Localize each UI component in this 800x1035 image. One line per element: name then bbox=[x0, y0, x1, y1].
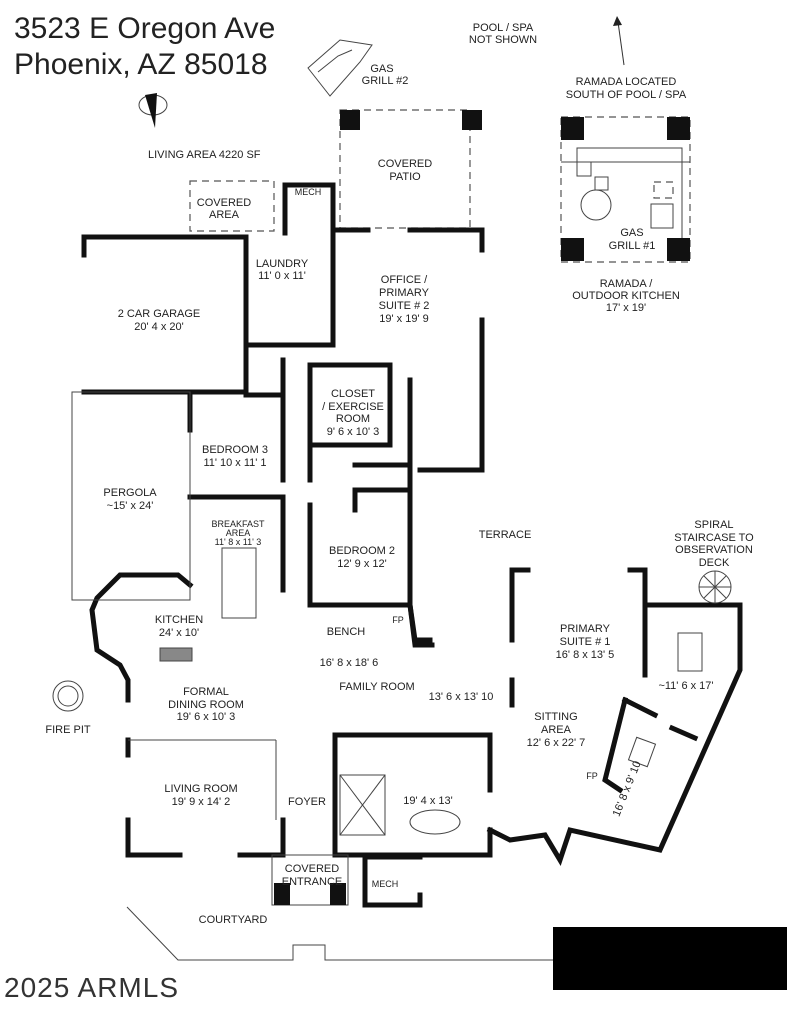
spiral-note: DECK bbox=[699, 557, 730, 569]
spiral-note: OBSERVATION bbox=[675, 544, 753, 556]
gas-grill-2-label: GAS bbox=[370, 63, 393, 75]
office-label: 19' x 19' 9 bbox=[379, 313, 428, 325]
copyright: 2025 ARMLS bbox=[4, 972, 179, 1003]
garage-label: 2 CAR GARAGE bbox=[118, 308, 201, 320]
covered-entrance-label: COVERED bbox=[285, 863, 339, 875]
kitchen-label: KITCHEN bbox=[155, 614, 203, 626]
courtyard-label: COURTYARD bbox=[199, 914, 268, 926]
spiral-note: STAIRCASE TO bbox=[674, 532, 754, 544]
pool-note: POOL / SPA bbox=[473, 22, 534, 34]
covered-patio bbox=[339, 109, 482, 229]
garage-label: 20' 4 x 20' bbox=[134, 321, 183, 333]
breakfast-label: 11' 8 x 11' 3 bbox=[215, 537, 262, 547]
ramada-label: OUTDOOR KITCHEN bbox=[572, 290, 680, 302]
primary-suite-label: PRIMARY bbox=[560, 623, 611, 635]
covered-patio-label: COVERED bbox=[378, 158, 432, 170]
address-line-2: Phoenix, AZ 85018 bbox=[14, 48, 268, 81]
ramada-label: 17' x 19' bbox=[606, 302, 646, 314]
formal-dining-label: DINING ROOM bbox=[168, 699, 244, 711]
pool-note: NOT SHOWN bbox=[469, 34, 537, 46]
foyer-label: FOYER bbox=[288, 796, 326, 808]
redaction-box bbox=[553, 927, 787, 990]
formal-dining-label: 19' 6 x 10' 3 bbox=[177, 711, 236, 723]
formal-dining-label: FORMAL bbox=[183, 686, 229, 698]
pergola-label: PERGOLA bbox=[103, 487, 157, 499]
spiral-note: SPIRAL bbox=[694, 519, 733, 531]
ramada-note: SOUTH OF POOL / SPA bbox=[566, 89, 687, 101]
bedroom-2-label: BEDROOM 2 bbox=[329, 545, 395, 557]
fireplace-label: FP bbox=[586, 771, 598, 781]
gas-grill-2-label: GRILL #2 bbox=[362, 75, 409, 87]
address-line-1: 3523 E Oregon Ave bbox=[14, 12, 276, 45]
sitting-area-label: 12' 6 x 22' 7 bbox=[527, 737, 586, 749]
primary-suite-label: SUITE # 1 bbox=[560, 636, 611, 648]
kitchen-label: 24' x 10' bbox=[159, 627, 199, 639]
den-dims: 13' 6 x 13' 10 bbox=[429, 691, 494, 703]
office-label: PRIMARY bbox=[379, 287, 430, 299]
closet-label: 9' 6 x 10' 3 bbox=[327, 426, 380, 438]
details bbox=[52, 391, 703, 961]
mech-label: MECH bbox=[372, 879, 399, 889]
living-area-label: LIVING AREA 4220 SF bbox=[148, 149, 261, 161]
living-room-label: 19' 9 x 14' 2 bbox=[172, 796, 231, 808]
closet-label: / EXERCISE bbox=[322, 401, 384, 413]
gas-grill-1-label: GAS bbox=[620, 227, 643, 239]
spiral-staircase-icon bbox=[698, 570, 732, 604]
ramada-label: RAMADA / bbox=[600, 278, 654, 290]
primary-bath-dims: 19' 4 x 13' bbox=[403, 795, 452, 807]
covered-area-label: AREA bbox=[209, 209, 240, 221]
terrace-label: TERRACE bbox=[479, 529, 532, 541]
laundry-label: LAUNDRY bbox=[256, 258, 309, 270]
bench-label: BENCH bbox=[327, 626, 366, 638]
gas-grill-1-label: GRILL #1 bbox=[609, 240, 656, 252]
bedroom-2-label: 12' 9 x 12' bbox=[337, 558, 386, 570]
gas-grill-2 bbox=[307, 39, 373, 97]
covered-entrance-label: ENTRANCE bbox=[282, 876, 343, 888]
arrow-icon bbox=[613, 16, 625, 66]
fire-pit-label: FIRE PIT bbox=[45, 724, 91, 736]
ramada-note: RAMADA LOCATED bbox=[576, 76, 677, 88]
bedroom-3-label: BEDROOM 3 bbox=[202, 444, 268, 456]
office-label: OFFICE / bbox=[381, 274, 428, 286]
ramada bbox=[560, 116, 691, 263]
laundry-label: 11' 0 x 11' bbox=[258, 270, 306, 282]
family-room-dims: 16' 8 x 18' 6 bbox=[320, 657, 379, 669]
compass-north-icon bbox=[138, 93, 168, 128]
primary-suite-label: 16' 8 x 13' 5 bbox=[556, 649, 615, 661]
living-room-label: LIVING ROOM bbox=[164, 783, 237, 795]
family-room-label: FAMILY ROOM bbox=[339, 681, 414, 693]
mech-label: MECH bbox=[295, 187, 322, 197]
bedroom-3-label: 11' 10 x 11' 1 bbox=[203, 457, 266, 469]
sitting-area-label: SITTING bbox=[534, 711, 577, 723]
fireplace-label: FP bbox=[392, 615, 404, 625]
pergola-label: ~15' x 24' bbox=[107, 500, 154, 512]
breakfast-label: BREAKFAST bbox=[211, 519, 265, 529]
office-label: SUITE # 2 bbox=[379, 300, 430, 312]
breakfast-label: AREA bbox=[226, 528, 251, 538]
closet-label: CLOSET bbox=[331, 388, 375, 400]
covered-patio-label: PATIO bbox=[389, 171, 421, 183]
covered-area bbox=[189, 180, 275, 232]
wing-dims: ~11' 6 x 17' bbox=[658, 680, 713, 692]
closet-label: ROOM bbox=[336, 413, 370, 425]
covered-area-label: COVERED bbox=[197, 197, 251, 209]
sitting-area-label: AREA bbox=[541, 724, 572, 736]
